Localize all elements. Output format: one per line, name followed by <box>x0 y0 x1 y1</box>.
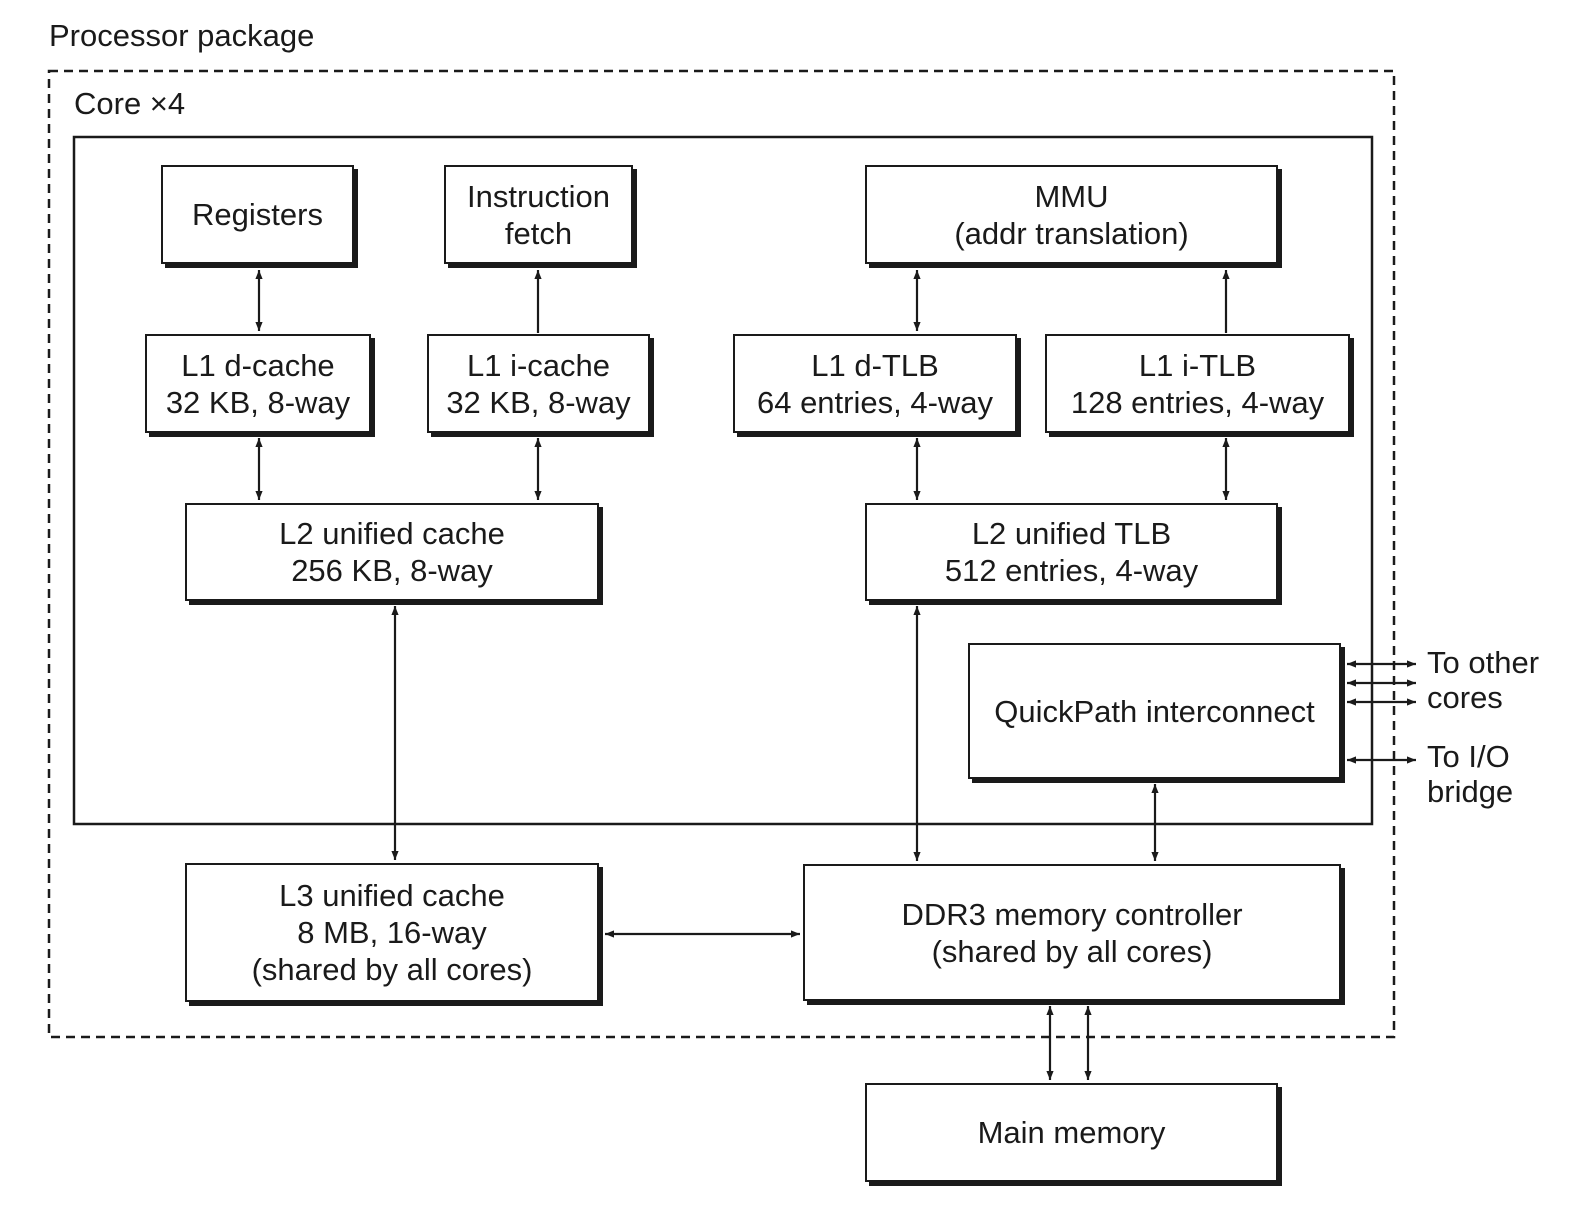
l2-cache-block-text-line-2: 256 KB, 8-way <box>291 553 493 588</box>
to-io-bridge-label-text-line-1: To I/O <box>1427 739 1510 774</box>
l1-dcache-block-text-line-2: 32 KB, 8-way <box>165 384 351 420</box>
ddr3-memory-controller-block-text-line-2: (shared by all cores) <box>931 933 1213 969</box>
l2-tlb-block-text-line-2: 512 entries, 4-way <box>944 553 1199 588</box>
l1-icache-block-text-line-1: L1 i-cache <box>466 347 611 383</box>
l2-tlb-block-text-line-1: L2 unified TLB <box>971 516 1172 551</box>
mmu-block-text-line-2: (addr translation) <box>954 215 1189 251</box>
instruction-fetch-block-text-line-2: fetch <box>504 215 573 251</box>
processor-package-label: Processor package <box>49 18 315 53</box>
main-memory-block-text-line-1: Main memory <box>977 1115 1166 1150</box>
instruction-fetch-block-text-line-1: Instruction <box>466 178 610 214</box>
to-other-cores-label-text-line-1: To other <box>1427 645 1540 680</box>
ddr3-memory-controller-block: DDR3 memory controller(shared by all cor… <box>803 864 1341 1001</box>
l3-cache-block-text-line-1: L3 unified cache <box>279 878 505 913</box>
l1-itlb-block-text-line-1: L1 i-TLB <box>1138 347 1257 383</box>
l1-dtlb-block-text-line-2: 64 entries, 4-way <box>756 384 994 420</box>
quickpath-interconnect-block: QuickPath interconnect <box>968 643 1341 779</box>
l1-itlb-block-text-line-2: 128 entries, 4-way <box>1070 384 1325 420</box>
l3-cache-block-text-line-2: 8 MB, 16-way <box>297 915 487 950</box>
mmu-block: MMU(addr translation) <box>865 165 1278 264</box>
mmu-block-text-line-1: MMU <box>1034 178 1109 214</box>
to-io-bridge-label-text-line-2: bridge <box>1427 774 1514 809</box>
main-memory-block: Main memory <box>865 1083 1278 1182</box>
l1-dtlb-block-text-line-1: L1 d-TLB <box>811 347 939 383</box>
registers-block: Registers <box>161 165 354 264</box>
core-label: Core ×4 <box>74 86 186 121</box>
l2-cache-block-text-line-1: L2 unified cache <box>279 516 505 551</box>
quickpath-interconnect-block-text-line-1: QuickPath interconnect <box>994 693 1315 729</box>
core-boundary <box>72 135 1374 826</box>
ddr3-memory-controller-block-text-line-1: DDR3 memory controller <box>901 896 1243 932</box>
l3-cache-block-text-line-3: (shared by all cores) <box>251 952 533 987</box>
l1-dcache-block-text-line-1: L1 d-cache <box>181 347 335 383</box>
registers-block-text-line-1: Registers <box>192 197 323 232</box>
l1-icache-block-text-line-2: 32 KB, 8-way <box>446 384 631 420</box>
to-other-cores-label-text-line-2: cores <box>1427 680 1503 715</box>
